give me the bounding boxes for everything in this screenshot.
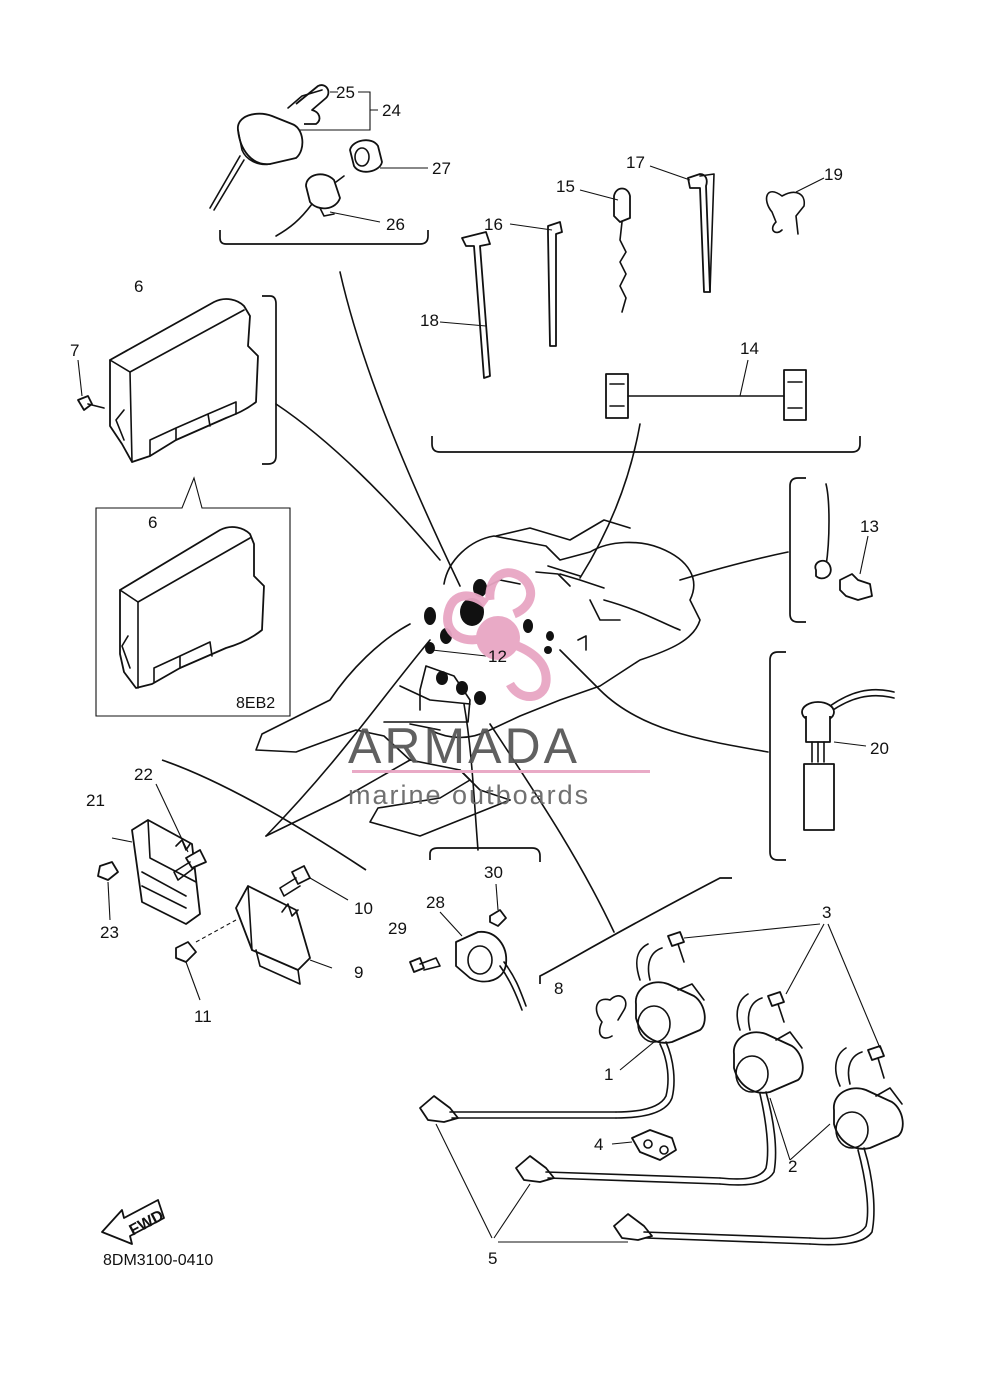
callout-15: 15 [556, 177, 575, 196]
bolt-10 [279, 865, 349, 901]
callout-3: 3 [822, 903, 831, 922]
clip-8 [595, 995, 627, 1039]
screws-3 [667, 923, 885, 1079]
callout-14: 14 [740, 339, 759, 358]
callout-26: 26 [386, 215, 405, 234]
callout-4: 4 [594, 1135, 603, 1154]
callout-27: 27 [432, 159, 451, 178]
rectifier-21 [111, 819, 201, 925]
watermark-tagline: marine outboards [348, 780, 590, 810]
armada-watermark: ARMADA marine outboards [348, 568, 650, 810]
clamp-4 [611, 1129, 677, 1161]
plug-caps-5 [419, 1095, 811, 1245]
leaders-top-right [439, 165, 825, 397]
sensor-group [769, 651, 895, 861]
callout-9: 9 [354, 963, 363, 982]
bolt-7 [77, 359, 105, 411]
callout-10: 10 [354, 899, 373, 918]
coil-2b [769, 1047, 904, 1246]
callout-5: 5 [488, 1249, 497, 1268]
callout-17: 17 [626, 153, 645, 172]
ecu-unit [109, 298, 259, 463]
callout-11: 11 [194, 1007, 212, 1026]
relay-9 [235, 885, 333, 985]
cable-ties-group [461, 173, 807, 421]
callout-28: 28 [426, 893, 445, 912]
callout-12: 12 [488, 647, 507, 666]
drawing-code: 8DM3100-0410 [103, 1252, 213, 1269]
callout-13: 13 [860, 517, 879, 536]
ground-lead-group [789, 477, 873, 623]
key-switch-bracket [219, 230, 429, 245]
watermark-brand: ARMADA [348, 718, 580, 774]
callout-6-main: 6 [134, 277, 143, 296]
harness-leaders [265, 271, 789, 933]
callout-18: 18 [420, 311, 439, 330]
callout-16: 16 [484, 215, 503, 234]
callout-21: 21 [86, 791, 105, 810]
coil-2a [719, 993, 804, 1186]
callout-8: 8 [554, 979, 563, 998]
nut-30 [489, 883, 507, 927]
harness-connectors [424, 579, 587, 705]
nut-11 [175, 919, 237, 1001]
ecu-inset [95, 476, 291, 717]
rectifier-bracket [161, 759, 367, 871]
callout-2: 2 [788, 1157, 797, 1176]
callout-22: 22 [134, 765, 153, 784]
callout-19: 19 [824, 165, 843, 184]
callout-20: 20 [870, 739, 889, 758]
callout-24: 24 [382, 101, 401, 120]
callout-1: 1 [604, 1065, 613, 1084]
coils-bracket [539, 877, 732, 984]
bolt-29 [409, 957, 441, 973]
callout-25: 25 [336, 83, 355, 102]
bolt-22 [155, 783, 207, 881]
variant-label: 8EB2 [236, 695, 275, 712]
callout-7: 7 [70, 341, 79, 360]
callout-29: 29 [388, 919, 407, 938]
leaders-24-25 [300, 91, 428, 223]
key-switch-group [209, 84, 383, 237]
sensor-28-bracket [429, 847, 541, 862]
callout-30: 30 [484, 863, 503, 882]
callout-23: 23 [100, 923, 119, 942]
ecu-bracket [262, 295, 277, 465]
coil-1 [615, 943, 706, 1119]
nut-23 [97, 861, 119, 921]
cable-ties-bracket [431, 436, 861, 453]
callout-6-inset: 6 [148, 513, 157, 532]
sensor-28 [439, 911, 527, 1011]
fwd-arrow-icon: FWD [101, 1199, 167, 1245]
